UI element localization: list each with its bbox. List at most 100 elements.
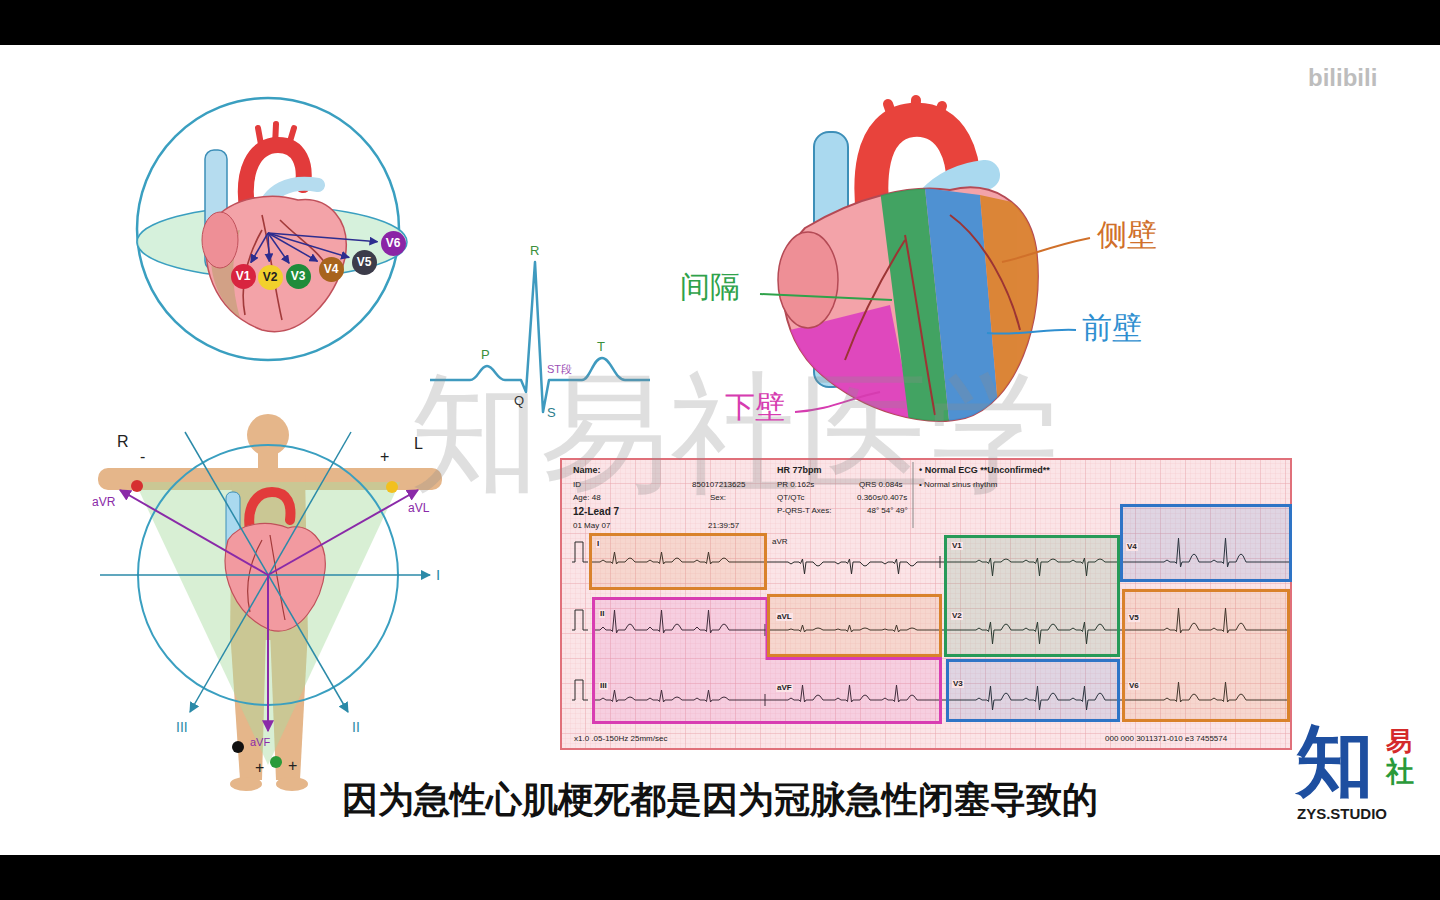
electrode-label: V2 — [263, 271, 278, 283]
leader-line — [1002, 238, 1090, 262]
limb-label: R — [117, 434, 129, 450]
wave-label: P — [481, 348, 490, 361]
lead-axis-label: II — [352, 720, 360, 734]
polarity-sign: + — [288, 758, 297, 774]
chest-lead-electrode: V1 — [231, 264, 256, 289]
calibration-pulse — [572, 542, 588, 562]
electrode-dot — [386, 481, 398, 493]
logo-mark: 社 — [1386, 758, 1414, 786]
ecg-header-field: 0.360s/0.407s — [857, 494, 907, 502]
body-heart — [225, 492, 325, 631]
lead-label: III — [599, 682, 608, 690]
letterbox-bar — [0, 0, 1440, 45]
chest-lead-sphere — [202, 212, 238, 268]
ecg-header-field: PR 0.162s — [777, 481, 814, 489]
body-figure — [98, 414, 442, 791]
letterbox-bar — [0, 855, 1440, 900]
chest-lead-electrode: V2 — [258, 265, 283, 290]
einthoven-triangle — [135, 482, 400, 765]
calibration-pulse — [572, 680, 588, 700]
region-label: 间隔 — [680, 272, 740, 302]
limb-label: L — [414, 436, 423, 452]
ecg-header-field: • Normal ECG **Unconfirmed** — [919, 466, 1050, 475]
electrode-dot — [131, 480, 143, 492]
electrode-label: V1 — [236, 270, 251, 282]
limb-lead-axis — [100, 432, 430, 712]
augmented-lead-arrow — [120, 490, 268, 575]
chest-lead-electrode: V5 — [352, 250, 377, 275]
electrode-label: V4 — [324, 263, 339, 275]
electrode-dot — [232, 741, 244, 753]
calibration-pulse — [572, 610, 588, 630]
ecg-paper — [560, 458, 1292, 750]
augmented-lead-arrow — [267, 575, 269, 731]
logo-mark: 易 — [1386, 728, 1412, 754]
lead-axis-label: III — [176, 720, 188, 734]
lead-axis-label: I — [436, 567, 440, 582]
augmented-lead-arrow — [268, 490, 418, 575]
chest-lead-arrow — [268, 233, 269, 262]
polarity-sign: + — [380, 449, 389, 465]
ecg-header-field: Age: 48 — [573, 494, 601, 502]
ecg-header-field: 48° 54° 49° — [867, 507, 908, 515]
electrode-label: V5 — [357, 256, 372, 268]
heart-wall-illustration — [778, 100, 1050, 430]
einthoven-triangle — [135, 482, 400, 765]
lead-label: II — [599, 610, 605, 618]
chest-lead-arrow — [268, 233, 318, 261]
ecg-header-field: • Normal sinus rhythm — [919, 481, 997, 489]
body-figure — [230, 777, 262, 791]
polarity-sign: - — [140, 449, 145, 465]
ecg-header-field: HR 77bpm — [777, 466, 822, 475]
wave-label: T — [597, 340, 605, 353]
augmented-lead-arrow — [120, 490, 418, 731]
leader-line — [760, 238, 1090, 412]
lead-label: V5 — [1128, 614, 1140, 622]
ecg-header-field: 01 May 07 — [573, 522, 610, 530]
ecg-paper — [560, 458, 1292, 750]
wave-label: Q — [514, 394, 524, 407]
leader-line — [760, 294, 892, 300]
ecg-waveform — [430, 262, 650, 412]
chest-lead-arrow — [268, 233, 378, 242]
chest-lead-arrow — [268, 233, 289, 263]
heart-wall-illustration — [845, 215, 1020, 415]
ecg-paper — [560, 458, 1292, 750]
chest-lead-arrow — [251, 233, 268, 263]
ecg-header-field: 000 000 3011371-010 e3 7455574 — [1105, 735, 1227, 743]
ecg-paper — [913, 462, 914, 528]
chest-lead-electrode: V4 — [319, 257, 344, 282]
chest-lead-sphere — [243, 215, 330, 320]
lead-axis-label: aVL — [408, 502, 429, 514]
region-label: 侧壁 — [1097, 220, 1157, 250]
ecg-header-field: P-QRS-T Axes: — [777, 507, 832, 515]
lead-label: V1 — [951, 542, 963, 550]
ecg-header-field: x1.0 .05-150Hz 25mm/sec — [574, 735, 667, 743]
heart-wall-illustration — [778, 232, 838, 328]
electrode-dot — [270, 756, 282, 768]
ecg-sheet: Name:ID850107213625Age: 48Sex:12-Lead 70… — [560, 458, 1292, 750]
ecg-header-field: ID — [573, 481, 581, 489]
ecg-header-field: QT/QTc — [777, 494, 805, 502]
ecg-header-field: QRS 0.084s — [859, 481, 903, 489]
lead-group-box: V1V2 — [944, 535, 1120, 657]
ecg-header-field: Name: — [573, 466, 601, 475]
lead-group-box: aVL — [767, 594, 942, 657]
chest-lead-electrode: V6 — [381, 231, 406, 256]
ecg-waveform — [430, 262, 650, 412]
ecg-header-field: 21:39:57 — [708, 522, 739, 530]
lead-axis-label: aVF — [250, 737, 270, 748]
logo-mark: 知 — [1296, 722, 1374, 800]
chest-lead-sphere — [137, 98, 407, 360]
electrode-dot — [131, 480, 398, 768]
lead-separator — [940, 556, 941, 568]
limb-lead-axis — [190, 432, 351, 712]
lead-axis-label: aVR — [92, 496, 115, 508]
limb-lead-axis — [100, 574, 430, 576]
leader-line — [987, 330, 1076, 334]
lead-label: aVL — [776, 613, 793, 621]
wave-label: S — [547, 406, 556, 419]
